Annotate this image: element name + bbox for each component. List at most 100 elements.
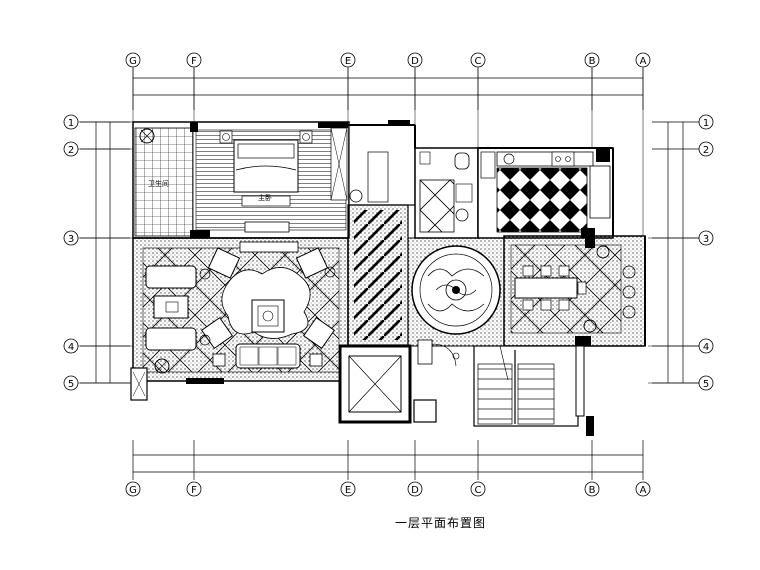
basin: [455, 208, 469, 222]
axis-bubble-bottom-c: C: [470, 481, 486, 497]
bed-pillows: [237, 143, 295, 159]
side-table-right: [309, 353, 323, 367]
coffee-table: [251, 299, 285, 333]
axis-bubble-bottom-b: B: [584, 481, 600, 497]
svg-text:3: 3: [68, 234, 74, 245]
axis-bubble-bottom-d: D: [407, 481, 423, 497]
kitchen-checker-floor: [496, 167, 588, 233]
axis-gridlines: [78, 67, 699, 384]
axis-bubble-right-5: 5: [698, 375, 714, 391]
svg-text:C: C: [475, 485, 482, 496]
svg-text:5: 5: [68, 379, 74, 390]
axis-bubble-bottom-g: G: [125, 481, 141, 497]
fridge: [480, 151, 496, 179]
lower-stairs: [473, 345, 594, 436]
bottom-axis-bubbles: G F E D C B A: [125, 481, 651, 497]
bathroom: [414, 147, 479, 239]
axis-bubble-top-a: A: [635, 52, 651, 68]
axis-bubble-left-1: 1: [63, 114, 79, 130]
svg-text:A: A: [640, 56, 647, 67]
armchair-left: [200, 316, 234, 350]
upper-corridor: [348, 120, 416, 206]
axis-bubble-top-c: C: [470, 52, 486, 68]
right-axis-bubbles: 1 2 3 4 5: [698, 114, 714, 391]
axis-bubble-bottom-e: E: [340, 481, 356, 497]
svg-text:E: E: [345, 485, 351, 496]
svg-text:B: B: [589, 485, 596, 496]
left-axis-bubbles: 1 2 3 4 5: [63, 114, 79, 391]
axis-bubble-left-5: 5: [63, 375, 79, 391]
svg-text:2: 2: [68, 145, 74, 156]
svg-text:D: D: [411, 485, 419, 496]
axis-bubble-right-1: 1: [698, 114, 714, 130]
axis-bubble-right-4: 4: [698, 338, 714, 354]
central-hallway: [347, 204, 409, 346]
svg-text:E: E: [345, 56, 351, 67]
svg-text:F: F: [191, 485, 197, 496]
svg-text:B: B: [589, 56, 596, 67]
svg-text:1: 1: [703, 118, 709, 129]
dining-table: [514, 277, 578, 299]
sofa-left-bottom: [145, 327, 197, 351]
svg-text:D: D: [411, 56, 419, 67]
nightstand-right: [299, 130, 313, 144]
axis-bubble-top-e: E: [340, 52, 356, 68]
top-dimension-lines: [132, 68, 644, 110]
axis-bubble-right-3: 3: [698, 230, 714, 246]
axis-bubble-top-d: D: [407, 52, 423, 68]
nightstand-left: [219, 130, 233, 144]
svg-text:3: 3: [703, 234, 709, 245]
dining-room: [503, 235, 646, 347]
shower-tile: [419, 179, 455, 233]
drawing-title: 一层平面布置图: [395, 516, 487, 530]
axis-bubble-top-b: B: [584, 52, 600, 68]
svg-text:4: 4: [68, 342, 74, 353]
balcony-label: 卫生间: [148, 179, 169, 188]
svg-text:F: F: [191, 56, 197, 67]
bottom-dimension-lines: [132, 440, 644, 480]
axis-bubble-bottom-a: A: [635, 481, 651, 497]
tv-wall: [239, 241, 299, 253]
living-room: [130, 237, 349, 401]
axis-bubble-left-4: 4: [63, 338, 79, 354]
balcony-tile-floor: [134, 127, 194, 237]
armchair-top-left: [207, 247, 241, 279]
svg-text:5: 5: [703, 379, 709, 390]
sofa-left-top: [145, 265, 197, 289]
axis-bubble-top-g: G: [125, 52, 141, 68]
armchair-top-right: [295, 247, 329, 279]
right-dimension-lines: [652, 121, 700, 384]
toilet: [454, 152, 470, 170]
exterior-walls: [348, 124, 646, 346]
svg-text:1: 1: [68, 118, 74, 129]
svg-text:C: C: [475, 56, 482, 67]
side-coffee-table: [153, 295, 189, 319]
stove: [551, 151, 575, 167]
axis-bubble-top-f: F: [186, 52, 202, 68]
svg-text:G: G: [129, 56, 137, 67]
plant-dining: [596, 245, 610, 259]
svg-text:4: 4: [703, 342, 709, 353]
axis-bubble-left-2: 2: [63, 141, 79, 157]
axis-bubble-right-2: 2: [698, 141, 714, 157]
sofa-main: [235, 343, 301, 369]
bed-bench: [241, 195, 291, 207]
svg-text:G: G: [129, 485, 137, 496]
bedroom-area: 卫生间 主卧: [132, 121, 350, 239]
top-axis-bubbles: G F E D C B A: [125, 52, 651, 68]
sink: [503, 153, 515, 165]
plant-balcony: [139, 128, 155, 144]
svg-text:2: 2: [703, 145, 709, 156]
plant-living: [154, 358, 170, 374]
elevator: [338, 344, 437, 424]
bed-label: 主卧: [258, 193, 272, 202]
foyer: [407, 237, 505, 367]
kitchen-counter-right: [589, 165, 611, 219]
tv-cabinet: [244, 221, 290, 233]
axis-bubble-bottom-f: F: [186, 481, 202, 497]
kitchen-counter-top: [496, 151, 594, 167]
kitchen: [477, 147, 614, 239]
armchair-right: [302, 316, 336, 350]
left-dimension-lines: [80, 121, 130, 384]
